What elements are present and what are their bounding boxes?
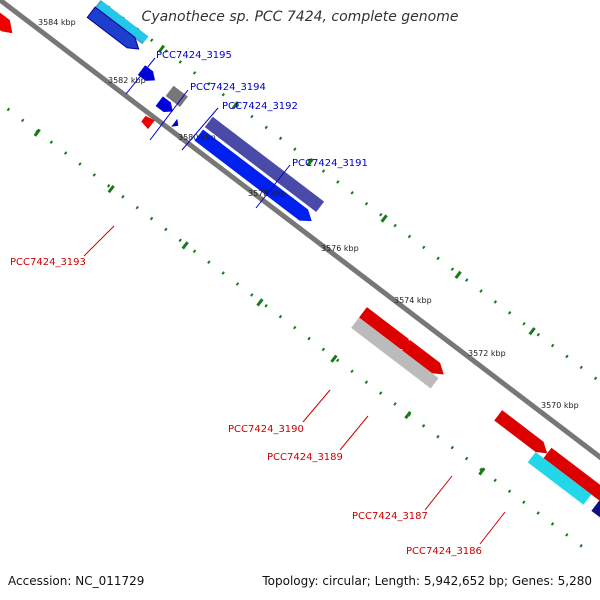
- major-tick: [330, 354, 338, 363]
- major-tick: [306, 158, 314, 167]
- major-tick: [404, 410, 412, 420]
- gene-label[interactable]: PCC7424_3189: [267, 452, 343, 463]
- gene-label[interactable]: PCC7424_3195: [156, 50, 232, 61]
- tick-label: 3572 kbp: [468, 349, 506, 358]
- leader-line: [255, 164, 291, 209]
- gene-label[interactable]: PCC7424_3193: [10, 257, 86, 268]
- tick-label: 3574 kbp: [394, 296, 432, 305]
- leader-line: [83, 225, 115, 257]
- tick-label: 3582 kbp: [108, 76, 146, 85]
- gene-3191: [194, 129, 312, 222]
- major-tick: [107, 184, 115, 194]
- gene-left-red: [0, 0, 13, 34]
- map-title: Cyanothece sp. PCC 7424, complete genome: [141, 9, 459, 25]
- gene-label[interactable]: PCC7424_3192: [222, 101, 298, 112]
- gene-3187: [494, 410, 548, 454]
- accession-text: Accession: NC_011729: [8, 574, 145, 588]
- major-tick: [256, 298, 264, 307]
- tick-label: 3584 kbp: [38, 18, 76, 27]
- outer-tick-ring: [35, 0, 600, 439]
- inner-tick-ring: [0, 64, 588, 552]
- gene-3191-small: [171, 118, 179, 127]
- gene-3192: [155, 96, 173, 113]
- major-tick: [478, 467, 486, 476]
- leader-line: [479, 511, 506, 545]
- leader-line: [424, 475, 453, 511]
- leader-lines-reverse: [83, 225, 506, 545]
- tick-label: 3580 kbp: [178, 133, 216, 142]
- gene-3189: [401, 339, 444, 375]
- gene-3192-grey: [165, 85, 188, 107]
- gene-3190-grey: [351, 317, 439, 389]
- gene-3195: [86, 6, 140, 50]
- gene-label[interactable]: PCC7424_3191: [292, 158, 368, 169]
- major-tick: [157, 44, 166, 53]
- gene-3193: [141, 115, 155, 130]
- gene-label[interactable]: PCC7424_3194: [190, 82, 266, 93]
- tick-label: 3570 kbp: [541, 401, 579, 410]
- gene-label[interactable]: PCC7424_3187: [352, 511, 428, 522]
- tick-label: 3576 kbp: [321, 244, 359, 253]
- gene-label[interactable]: PCC7424_3186: [406, 546, 482, 557]
- genome-summary-text: Topology: circular; Length: 5,942,652 bp…: [262, 574, 592, 588]
- leader-line: [149, 89, 189, 141]
- gene-3190: [359, 307, 412, 351]
- leader-line: [125, 57, 156, 95]
- gene-label[interactable]: PCC7424_3190: [228, 424, 304, 435]
- major-tick: [528, 327, 536, 336]
- gene-3187b: [543, 447, 600, 502]
- gene-3194: [137, 65, 156, 81]
- major-ticks-outer: [157, 44, 536, 336]
- gene-3186-cyan: [527, 452, 592, 505]
- major-ticks-inner: [33, 128, 486, 476]
- gene-3186-navy: [591, 500, 600, 566]
- major-tick: [181, 241, 189, 250]
- leader-line: [339, 415, 369, 451]
- major-tick: [231, 101, 240, 110]
- leader-lines-forward: [125, 57, 291, 209]
- leader-line: [181, 107, 219, 151]
- genome-backbone: [0, 0, 600, 548]
- gene-3191-dark: [204, 116, 325, 212]
- leader-line: [302, 389, 331, 423]
- major-tick: [33, 128, 41, 137]
- major-tick: [380, 214, 388, 223]
- major-tick: [454, 270, 462, 279]
- gene-3195-cyan: [97, 1, 149, 43]
